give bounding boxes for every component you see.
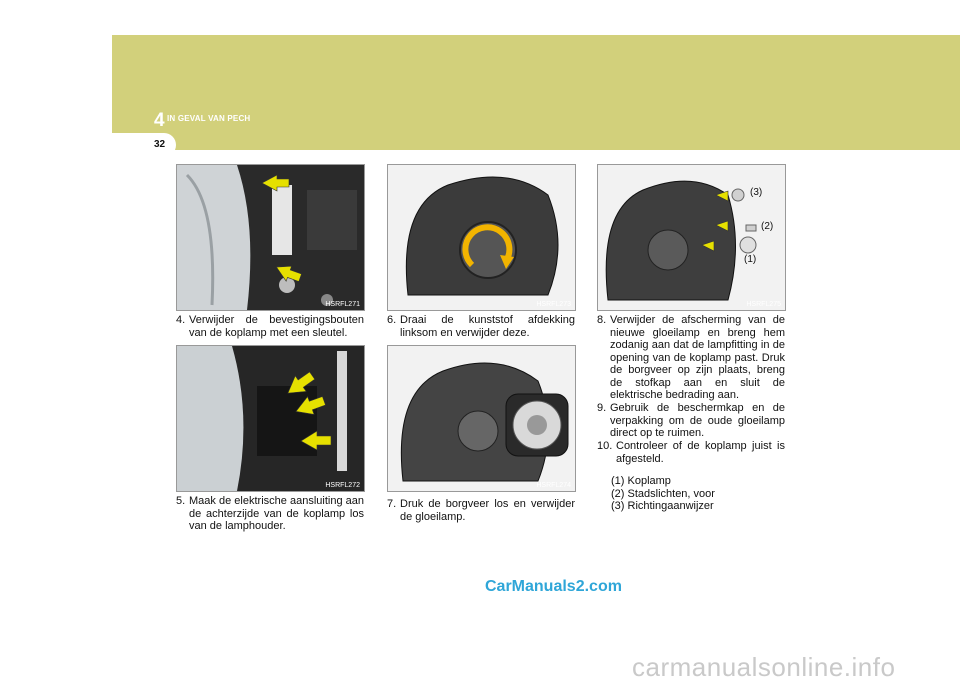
step-number: 5. [176, 495, 186, 507]
page-number-tab [112, 133, 176, 157]
chapter-number: 4 [154, 110, 165, 131]
step-5: 5. Maak de elektrische aansluiting aan d… [176, 495, 364, 533]
electrical-connector-photo [177, 346, 364, 491]
header-band [112, 35, 960, 150]
callout-2: (2) [761, 221, 774, 232]
step-text: Gebruik de beschermkap en de verpakking … [610, 402, 785, 439]
figure-hsrfl271: HSRFL271 [176, 164, 365, 311]
dust-cover-photo [388, 165, 575, 310]
step-text: Controleer of de koplamp juist is afgest… [616, 440, 785, 465]
step-7: 7. Druk de borgveer los en verwijder de … [387, 498, 575, 523]
figure-code: HSRFL273 [536, 301, 571, 308]
step-number: 6. [387, 314, 397, 326]
callout-1: (1) [744, 254, 757, 265]
step-number: 7. [387, 498, 397, 510]
step-text: Verwijder de afscherming van de nieuwe g… [610, 314, 785, 401]
step-text: Verwijder de bevestigingsbouten van de k… [189, 314, 364, 339]
headlamp-bolts-photo [177, 165, 364, 310]
step-number: 10. [597, 440, 613, 452]
step-text: Maak de elektrische aansluiting aan de a… [189, 495, 364, 532]
legend-item: (3) Richtingaanwijzer [611, 500, 714, 512]
figure-code: HSRFL272 [325, 482, 360, 489]
watermark-carmanuals2: CarManuals2.com [485, 578, 622, 595]
legend-item: (2) Stadslichten, voor [611, 487, 715, 500]
step-8: 8. Verwijder de afscherming van de nieuw… [597, 314, 785, 402]
bulb-release-photo [388, 346, 575, 491]
bulb-locations-photo [598, 165, 785, 310]
step-4: 4. Verwijder de bevestigingsbouten van d… [176, 314, 364, 339]
figure-hsrfl272: HSRFL272 [176, 345, 365, 492]
page-number: 32 [154, 139, 166, 150]
figure-code: HSRFL271 [325, 301, 360, 308]
legend-item: (1) Koplamp [611, 475, 671, 487]
figure-code: HSRFL274 [536, 482, 571, 489]
step-number: 9. [597, 402, 607, 414]
callout-3: (3) [750, 187, 763, 198]
figure-hsrfl274: HSRFL274 [387, 345, 576, 492]
figure-hsrfl273: HSRFL273 [387, 164, 576, 311]
step-number: 4. [176, 314, 186, 326]
figure-code: HSRFL275 [746, 301, 781, 308]
chapter-title: IN GEVAL VAN PECH [167, 114, 251, 123]
bulb-legend: (1) Koplamp (2) Stadslichten, voor (3) R… [611, 475, 715, 513]
step-text: Draai de kunststof afdekking linksom en … [400, 314, 575, 339]
watermark-carmanualsonline: carmanualsonline.info [632, 652, 896, 682]
step-text: Druk de borgveer los en verwijder de glo… [400, 498, 575, 523]
step-number: 8. [597, 314, 607, 326]
step-6: 6. Draai de kunststof afdekking linksom … [387, 314, 575, 339]
figure-hsrfl275: HSRFL275 [597, 164, 786, 311]
step-10: 10. Controleer of de koplamp juist is af… [597, 440, 785, 465]
step-9: 9. Gebruik de beschermkap en de verpakki… [597, 402, 785, 440]
